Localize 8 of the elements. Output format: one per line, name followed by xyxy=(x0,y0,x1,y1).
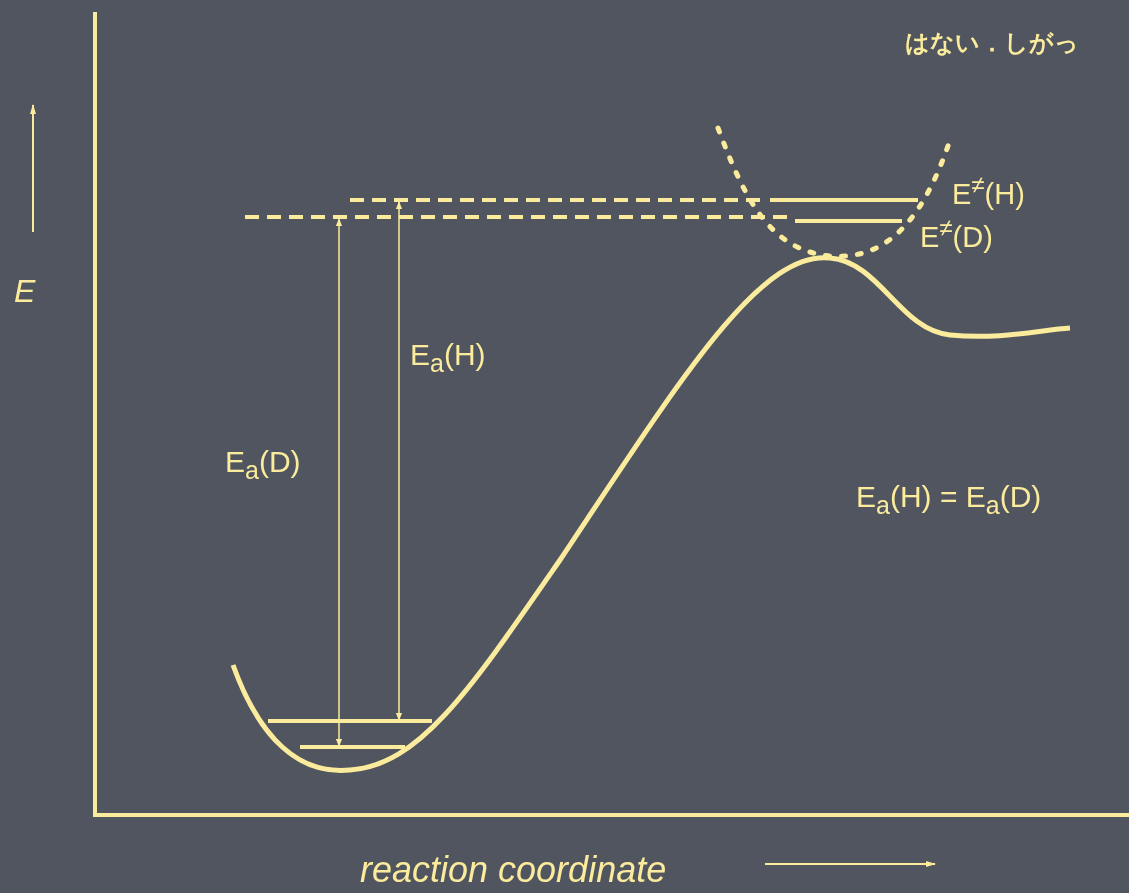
energy-label: E$^{≠}$(D) xyxy=(920,215,993,254)
energy-label: E$_{a}$(H) xyxy=(410,338,486,378)
energy-label: E$^{≠}$(H) xyxy=(952,172,1025,211)
energy-label: E$_{a}$(D) xyxy=(225,445,301,485)
axis-label: E xyxy=(14,274,36,310)
note-text: はない．しがっ xyxy=(905,30,1079,57)
equation-text: E$_{a}$(H) = E$_{a}$(D) xyxy=(856,480,1042,520)
axis-label: reaction coordinate xyxy=(360,850,667,890)
